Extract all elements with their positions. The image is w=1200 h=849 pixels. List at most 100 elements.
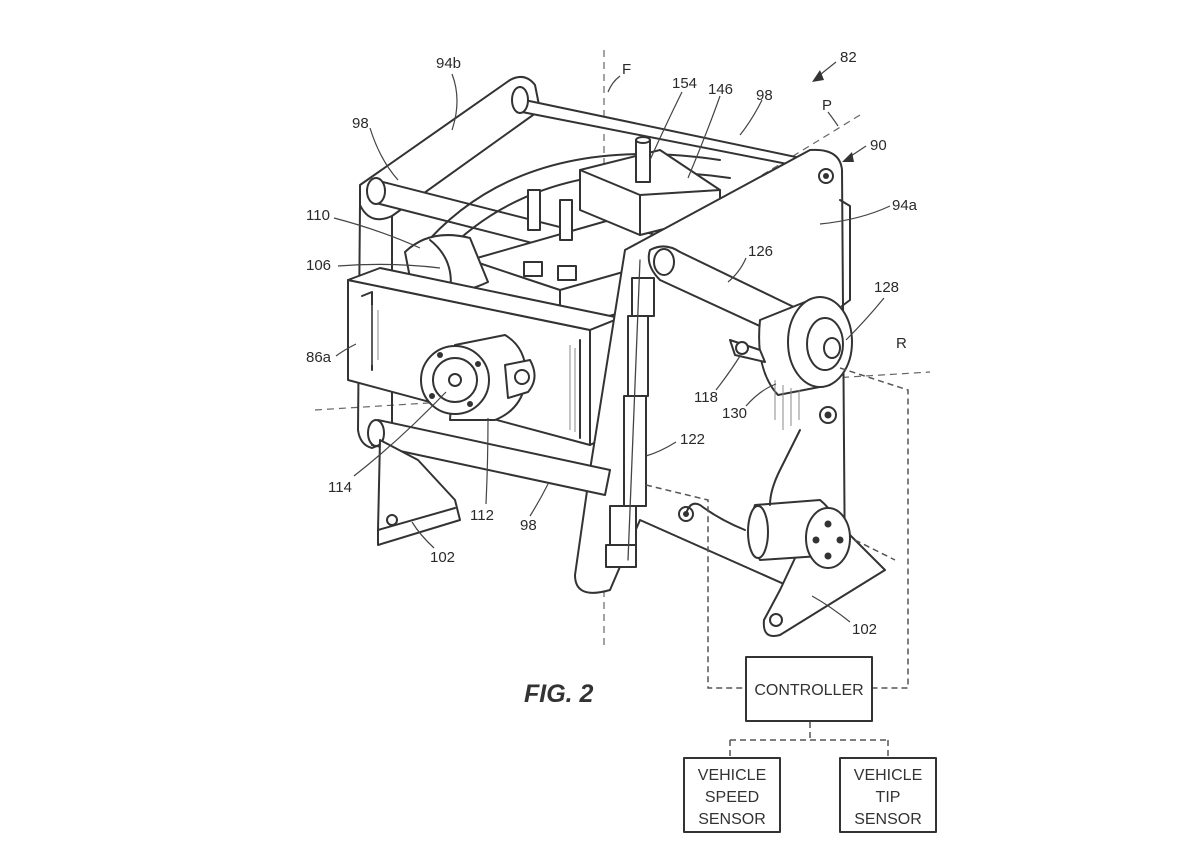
leg-102-left-edge xyxy=(377,507,456,531)
label-118: 118 xyxy=(694,389,718,406)
leader-f xyxy=(607,75,621,93)
right-motor-face xyxy=(805,507,851,569)
leader-126 xyxy=(727,257,747,283)
figure-title: FIG. 2 xyxy=(524,680,594,708)
right-motor-bolt-1 xyxy=(824,520,832,528)
arrow-90-head xyxy=(842,152,854,162)
actuator-face-ring xyxy=(806,317,844,371)
motor-bolt-1 xyxy=(437,352,443,358)
plate-94a-tab xyxy=(839,199,851,307)
label-axis-r: R xyxy=(896,335,907,352)
nut-1 xyxy=(523,261,543,277)
reference-labels: 82 90 94a 94b 98 98 98 102 102 106 110 1… xyxy=(306,49,918,638)
leader-110 xyxy=(333,217,421,249)
tip-sensor-box xyxy=(839,757,937,833)
motor-bolt-2 xyxy=(475,361,481,367)
motor-shaft xyxy=(448,373,462,387)
speed-sensor-line-1: VEHICLE xyxy=(698,767,766,784)
label-128: 128 xyxy=(874,279,899,296)
motor-bolt-3 xyxy=(467,401,473,407)
leader-114 xyxy=(353,391,447,477)
rod-122-mid xyxy=(627,315,649,397)
speed-sensor-line-3: SENSOR xyxy=(698,811,766,828)
actuator-hub xyxy=(823,337,841,359)
leader-130 xyxy=(745,383,777,407)
label-98-bottom: 98 xyxy=(520,517,537,534)
label-98-top-right: 98 xyxy=(756,87,773,104)
leader-98-top-right xyxy=(739,99,763,136)
right-motor-bolt-4 xyxy=(812,536,820,544)
speed-sensor-block: VEHICLE SPEED SENSOR xyxy=(683,757,781,833)
wire-actuator xyxy=(769,429,801,506)
label-94a: 94a xyxy=(892,197,918,214)
leader-102-right xyxy=(811,595,851,623)
tip-sensor-block: VEHICLE TIP SENSOR xyxy=(839,757,937,833)
label-146: 146 xyxy=(708,81,733,98)
leader-98-top-left xyxy=(369,127,399,181)
leader-94a xyxy=(819,205,891,225)
plate-bolt-top-center xyxy=(823,173,829,179)
bottom-frame xyxy=(367,419,611,546)
rod-122-line xyxy=(627,259,641,561)
wire-motor xyxy=(685,502,746,531)
post-154 xyxy=(635,139,651,183)
label-114: 114 xyxy=(328,479,352,496)
right-motor-back xyxy=(747,505,769,559)
motor-gearbox xyxy=(504,359,536,399)
leader-154 xyxy=(649,91,683,161)
motor-112 xyxy=(420,334,536,421)
label-98-top-left: 98 xyxy=(352,115,369,132)
label-axis-f: F xyxy=(622,61,631,78)
roll-actuator-128 xyxy=(729,296,853,430)
label-110: 110 xyxy=(306,207,330,224)
label-axis-p: P xyxy=(822,97,832,114)
label-106: 106 xyxy=(306,257,331,274)
label-122: 122 xyxy=(680,431,705,448)
leader-146 xyxy=(687,95,721,179)
inner-arc xyxy=(419,153,721,251)
motor-bolt-4 xyxy=(429,393,435,399)
leader-122 xyxy=(645,441,677,457)
leader-102-left xyxy=(411,521,435,549)
arm-126-pivot xyxy=(653,248,675,276)
speed-sensor-box xyxy=(683,757,781,833)
label-112: 112 xyxy=(470,507,494,524)
leader-128 xyxy=(845,297,885,341)
tip-sensor-line-1: VEHICLE xyxy=(854,767,922,784)
linkage-118-pin xyxy=(735,341,749,355)
right-motor-bolt-2 xyxy=(836,536,844,544)
right-leg-assembly xyxy=(747,499,886,637)
signal-lines xyxy=(645,367,909,758)
side-plate-94b-lower xyxy=(357,204,393,449)
label-102-left: 102 xyxy=(430,549,455,566)
speed-sensor-line-2: SPEED xyxy=(705,789,759,806)
rod-122 xyxy=(605,259,655,568)
leg-102-right xyxy=(762,504,886,637)
dash-rod-to-controller xyxy=(645,484,746,689)
label-154: 154 xyxy=(672,75,697,92)
label-86a: 86a xyxy=(306,349,332,366)
leader-86a xyxy=(335,343,357,357)
rod-122-upper xyxy=(631,277,655,317)
dash-actuator-to-controller xyxy=(839,367,909,689)
tip-sensor-line-2: TIP xyxy=(876,789,901,806)
leader-98-bottom xyxy=(529,483,549,517)
rail-top-back-end xyxy=(511,86,529,114)
rail-top-front-end xyxy=(366,177,386,205)
right-motor-bolt-3 xyxy=(824,552,832,560)
axis-r-line xyxy=(314,371,931,411)
post-left xyxy=(527,189,541,231)
post-mid xyxy=(559,199,573,241)
plate-bolt-right-center xyxy=(824,411,832,419)
leader-118 xyxy=(715,355,741,391)
controller-box xyxy=(745,656,873,722)
rod-122-cylinder xyxy=(623,395,647,507)
label-126: 126 xyxy=(748,243,773,260)
gearbox-shaft xyxy=(514,369,530,385)
label-94b: 94b xyxy=(436,55,461,72)
controller-label: CONTROLLER xyxy=(754,682,863,699)
nut-2 xyxy=(557,265,577,281)
leader-lines xyxy=(333,61,891,623)
label-102-right: 102 xyxy=(852,621,877,638)
